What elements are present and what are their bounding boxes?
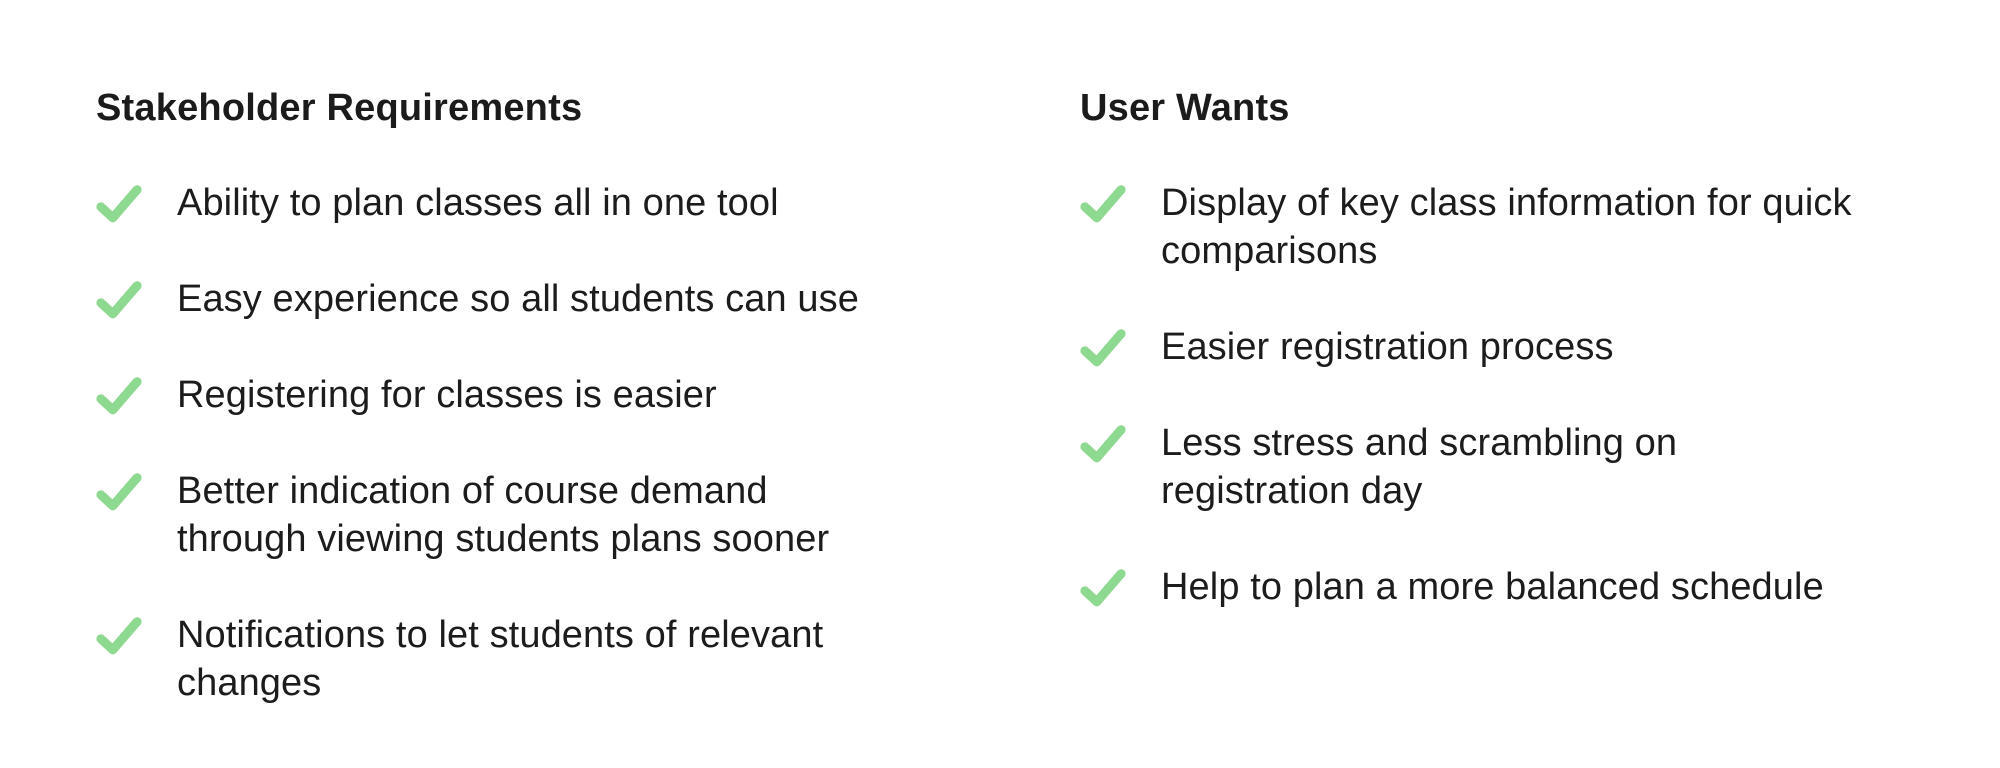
item-label: Ability to plan classes all in one tool (177, 182, 779, 224)
checklist-item: Ability to plan classes all in one tool (96, 179, 906, 227)
item-label: Easier registration process (1161, 326, 1614, 368)
check-icon (1080, 569, 1126, 607)
checklist-item: Display of key class information for qui… (1080, 179, 1870, 275)
item-label: Help to plan a more balanced schedule (1161, 566, 1824, 608)
check-icon (1080, 185, 1126, 223)
check-icon (96, 617, 142, 655)
item-label: Less stress and scrambling on registrati… (1161, 422, 1678, 512)
checklist-item: Easy experience so all students can use (96, 275, 906, 323)
checklist-item: Notifications to let students of relevan… (96, 611, 906, 707)
stakeholder-requirements-column: Stakeholder Requirements Ability to plan… (96, 84, 906, 755)
item-label: Better indication of course demand throu… (177, 470, 830, 560)
stakeholder-requirements-checklist: Ability to plan classes all in one tool … (96, 179, 906, 707)
item-label: Notifications to let students of relevan… (177, 614, 824, 704)
item-label: Registering for classes is easier (177, 374, 717, 416)
user-wants-checklist: Display of key class information for qui… (1080, 179, 1870, 611)
check-icon (1080, 425, 1126, 463)
checklist-item: Easier registration process (1080, 323, 1870, 371)
check-icon (96, 281, 142, 319)
checklist-item: Less stress and scrambling on registrati… (1080, 419, 1870, 515)
user-wants-column: User Wants Display of key class informat… (1080, 84, 1870, 659)
checklist-item: Help to plan a more balanced schedule (1080, 563, 1870, 611)
checklist-item: Registering for classes is easier (96, 371, 906, 419)
checklist-item: Better indication of course demand throu… (96, 467, 906, 563)
column-title-stakeholder-requirements: Stakeholder Requirements (96, 87, 583, 129)
item-label: Display of key class information for qui… (1161, 182, 1852, 272)
check-icon (96, 185, 142, 223)
check-icon (96, 473, 142, 511)
check-icon (96, 377, 142, 415)
check-icon (1080, 329, 1126, 367)
item-label: Easy experience so all students can use (177, 278, 859, 320)
column-title-user-wants: User Wants (1080, 87, 1290, 129)
